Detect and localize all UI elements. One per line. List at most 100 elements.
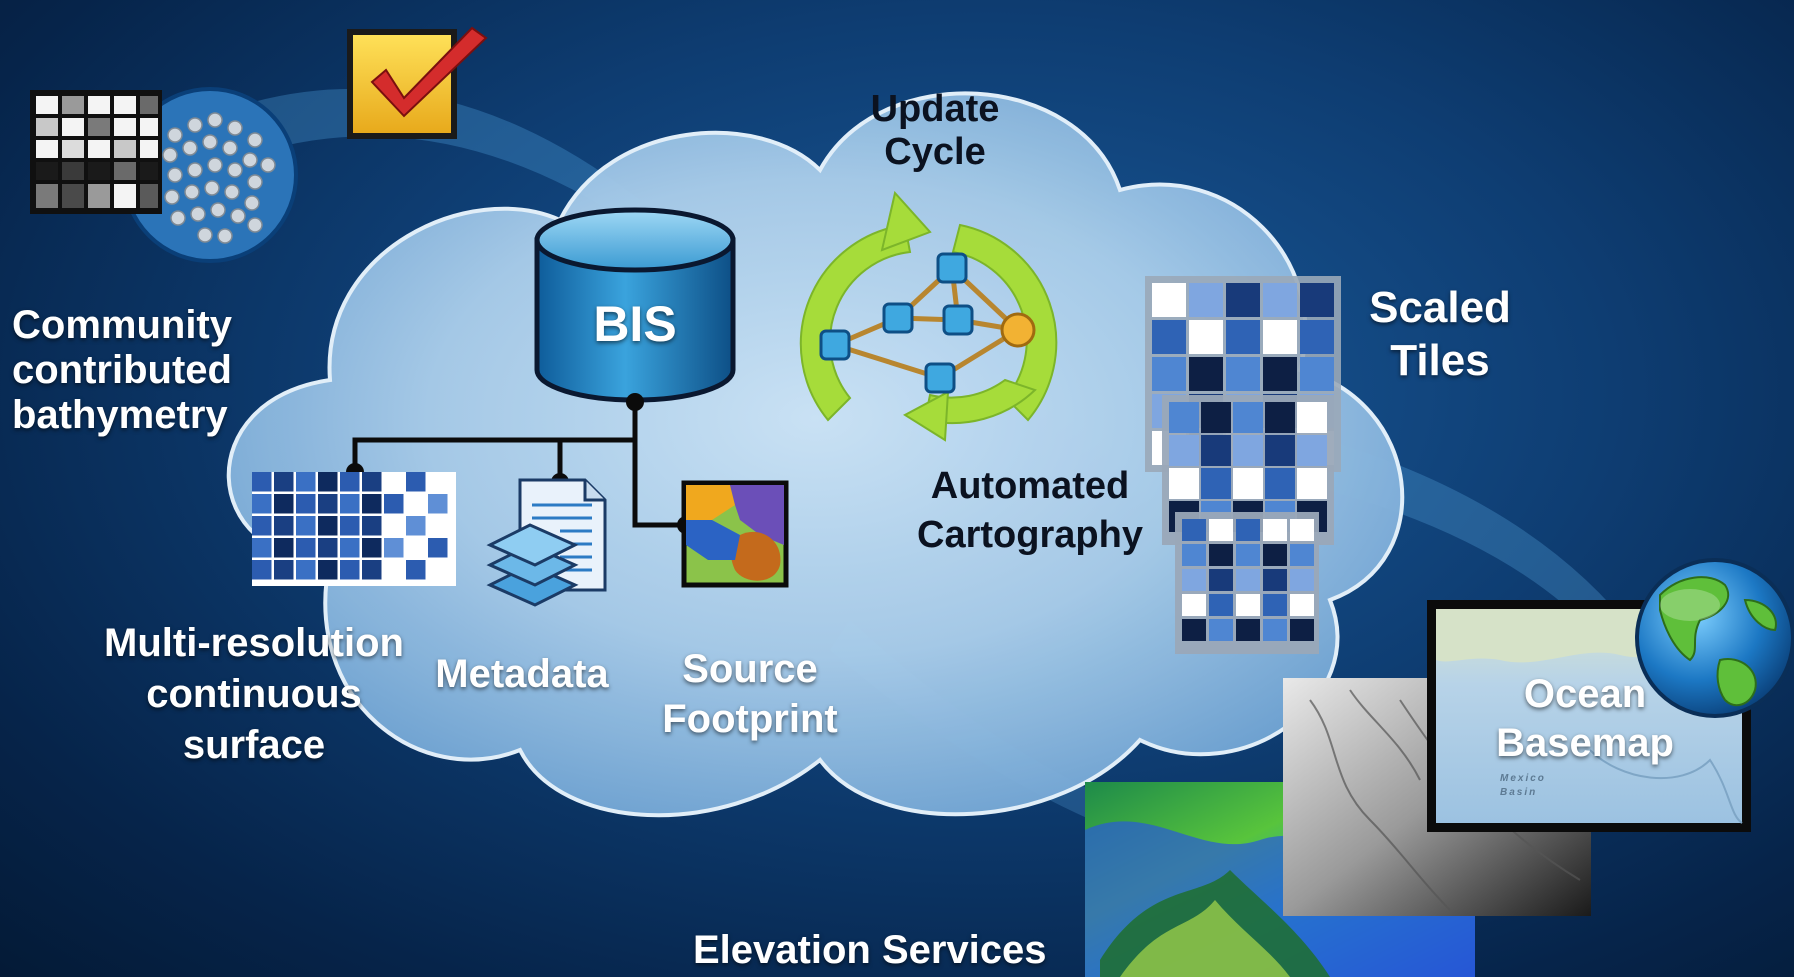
tile-cell	[1233, 402, 1263, 433]
tile-cell	[1233, 435, 1263, 466]
globe-icon	[1635, 558, 1794, 718]
automated-line-1: Automated	[930, 465, 1130, 507]
tile-cell	[406, 560, 426, 580]
tile-cell	[428, 538, 448, 558]
tile-cell	[296, 516, 316, 536]
tile-cell	[1226, 357, 1260, 391]
tile-cell	[252, 472, 272, 492]
tile-cell	[362, 472, 382, 492]
tile-cell	[1263, 357, 1297, 391]
tile-cell	[1182, 594, 1206, 616]
tile-cell	[406, 472, 426, 492]
tile-cell	[1152, 320, 1186, 354]
checkmark-icon	[347, 26, 488, 139]
tile-cell	[362, 538, 382, 558]
tile-cell	[252, 560, 272, 580]
community-bathymetry-icon	[30, 87, 298, 263]
place-line-2: Basin	[1500, 787, 1538, 798]
tile-cell	[1226, 283, 1260, 317]
ocean-line-1: Ocean	[1523, 672, 1647, 716]
tile-cell	[296, 560, 316, 580]
ocean-basemap-label: Ocean Basemap	[1480, 670, 1690, 768]
tile-cell	[296, 472, 316, 492]
scaled-tiles-label: Scaled Tiles	[1352, 282, 1528, 388]
tile-cell	[428, 472, 448, 492]
source-line-2: Footprint	[662, 697, 838, 741]
document-stack-icon	[486, 478, 607, 607]
tile-cell	[1209, 594, 1233, 616]
update-line-1: Update	[870, 88, 1000, 130]
source-line-1: Source	[682, 647, 818, 691]
tile-cell	[1300, 283, 1334, 317]
tile-cell	[1182, 544, 1206, 566]
metadata-label: Metadata	[435, 652, 609, 696]
database-icon	[534, 207, 736, 403]
tile-cell	[1236, 594, 1260, 616]
tile-cell	[1209, 619, 1233, 641]
tile-cell	[274, 472, 294, 492]
tile-cell	[406, 494, 426, 514]
tile-cell	[274, 538, 294, 558]
tile-cell	[318, 472, 338, 492]
tile-cell	[1263, 594, 1287, 616]
tile-cell	[1236, 569, 1260, 591]
tile-cell	[340, 560, 360, 580]
tile-cell	[1209, 519, 1233, 541]
tile-cell	[1263, 519, 1287, 541]
tile-cell	[274, 516, 294, 536]
tile-cell	[274, 494, 294, 514]
tile-cell	[252, 494, 272, 514]
tile-cell	[318, 560, 338, 580]
pixel-grid	[36, 96, 158, 208]
tile-cell	[1169, 402, 1199, 433]
tile-cell	[1265, 435, 1295, 466]
bathymetry-surface-image	[1085, 782, 1475, 977]
multi-line-1: Multi-resolution	[104, 621, 404, 665]
tile-cell	[428, 494, 448, 514]
tile-cell	[1297, 435, 1327, 466]
scaled-tiles-stack	[1145, 276, 1341, 654]
tile-cell	[362, 494, 382, 514]
tile-cell	[296, 538, 316, 558]
tile-cell	[1297, 468, 1327, 499]
tile-cell	[1290, 544, 1314, 566]
tile-cell	[1290, 594, 1314, 616]
tile-cell	[1182, 619, 1206, 641]
tile-cell	[362, 560, 382, 580]
tile-cell	[1169, 435, 1199, 466]
tile-cell	[1263, 283, 1297, 317]
tile-cell	[1300, 357, 1334, 391]
tile-cell	[340, 472, 360, 492]
community-label: Community contributed bathymetry	[12, 303, 232, 437]
tile-cell	[406, 516, 426, 536]
tile-cell	[1236, 619, 1260, 641]
tile-cell	[384, 472, 404, 492]
community-line-3: bathymetry	[12, 392, 228, 437]
tile-cell	[1290, 569, 1314, 591]
tile-cell	[1226, 320, 1260, 354]
update-line-2: Cycle	[884, 130, 986, 173]
tile-cell	[1201, 402, 1231, 433]
multi-line-3: surface	[182, 723, 326, 768]
tile-cell	[1201, 468, 1231, 499]
tile-cell	[1189, 283, 1223, 317]
tile-cell	[296, 494, 316, 514]
tile-cell	[1169, 468, 1199, 499]
tile-cell	[1263, 619, 1287, 641]
tile-cell	[362, 516, 382, 536]
tile-cell	[384, 560, 404, 580]
tile-cell	[340, 538, 360, 558]
tile-cell	[318, 538, 338, 558]
scaled-line-1: Scaled	[1369, 283, 1511, 332]
tile-cell	[384, 494, 404, 514]
tile-cell	[1182, 569, 1206, 591]
tile-cell	[406, 538, 426, 558]
tile-cell	[1300, 320, 1334, 354]
community-line-2: contributed	[12, 347, 232, 392]
tile-cell	[428, 560, 448, 580]
tile-cell	[1265, 402, 1295, 433]
tile-cell	[1297, 402, 1327, 433]
tile-cell	[252, 516, 272, 536]
tile-cell	[274, 560, 294, 580]
